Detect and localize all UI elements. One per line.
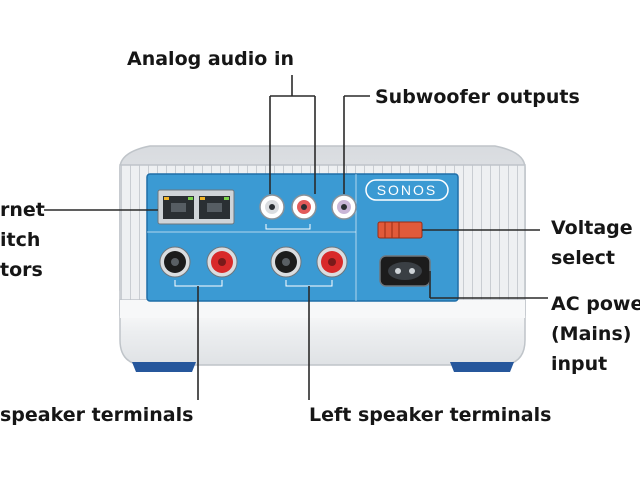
voltage-select-switch[interactable] [377,221,423,239]
callout-analog-audio-in: Analog audio in [127,48,295,70]
callout-ac-power-input: AC powe (Mains) input [551,293,640,375]
callout-subwoofer-outputs: Subwoofer outputs [375,86,580,108]
callout-left-speaker-terminals: Left speaker terminals [309,404,552,426]
callout-leader-lines [44,75,548,400]
callout-voltage-select: Voltage select [551,217,633,269]
left-speaker-terminals[interactable] [270,246,348,287]
left-foot [132,362,196,372]
callout-ethernet-switch-connectors: rnet itch tors [0,199,45,281]
ac-power-inlet[interactable] [379,255,431,287]
right-foot [450,362,514,372]
right-speaker-terminals[interactable] [159,246,238,287]
rear-panel: SONOS [146,173,459,302]
subwoofer-jack[interactable] [331,194,357,220]
ethernet-ports[interactable] [157,189,235,225]
callout-right-speaker-terminals: speaker terminals [0,404,194,426]
sonos-logo-text: SONOS [377,182,438,198]
analog-audio-in-jacks[interactable] [259,194,317,230]
sonos-logo: SONOS [365,179,449,201]
